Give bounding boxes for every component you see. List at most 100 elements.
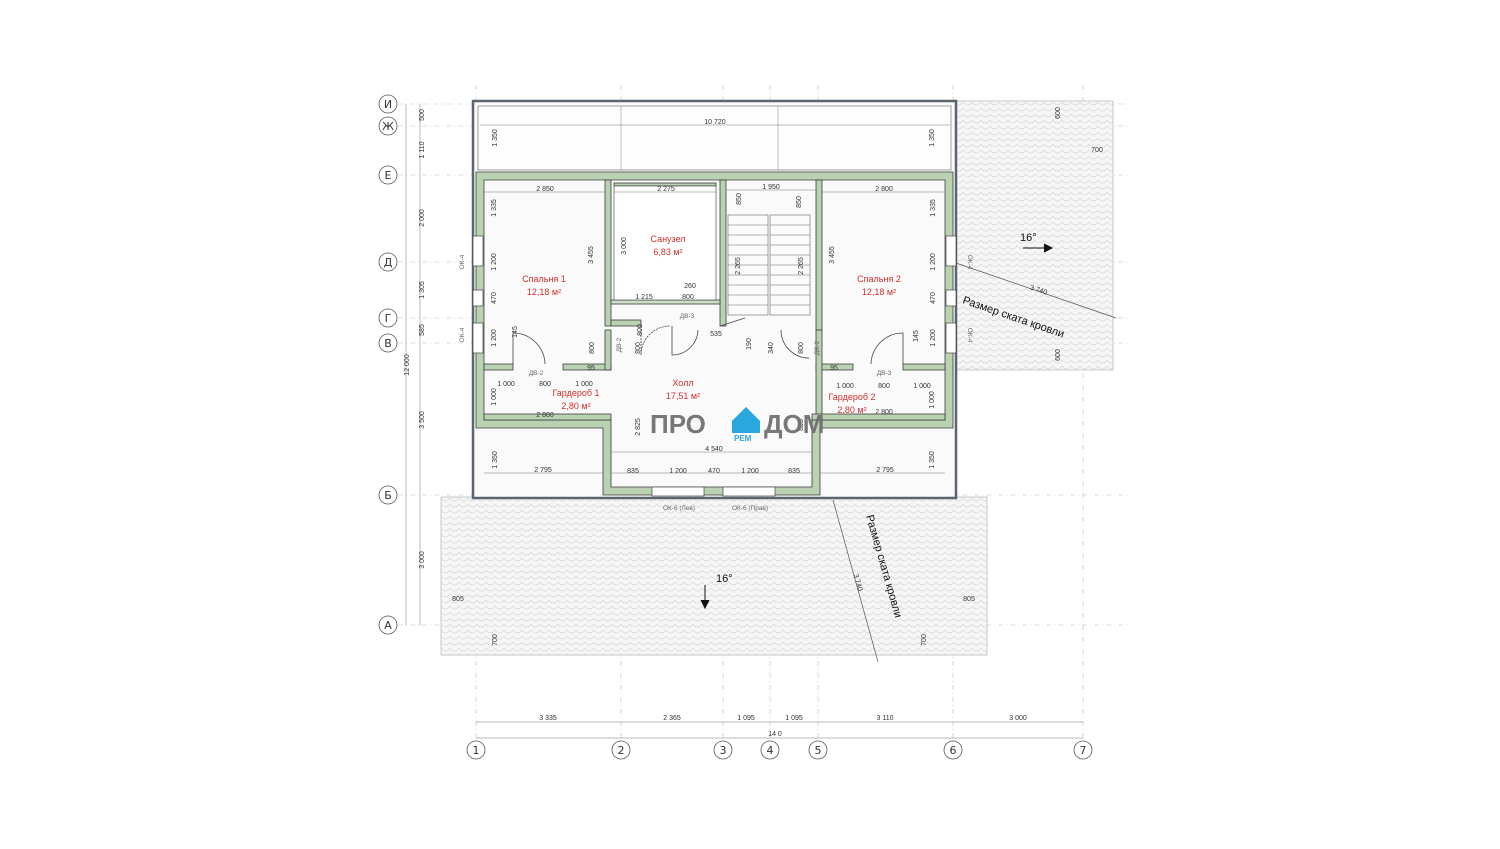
dim: 2 795 xyxy=(534,467,552,474)
room-name: Холл xyxy=(672,378,693,388)
dim: 800 xyxy=(682,294,694,301)
door-tag: ДВ-2 xyxy=(616,337,623,352)
dim: 700 xyxy=(492,634,499,646)
dim: 800 xyxy=(635,342,642,354)
dim: 2 275 xyxy=(657,186,675,193)
dim: 2 795 xyxy=(876,467,894,474)
axis-col-label: 7 xyxy=(1080,744,1087,757)
window-tag: ОК-4 xyxy=(966,328,973,343)
axis-col-label: 5 xyxy=(815,744,822,757)
dim: 805 xyxy=(963,596,975,603)
door-tag: ДВ-2 xyxy=(814,340,821,355)
row-axis-markers xyxy=(378,94,398,635)
axis-col-label: 1 xyxy=(473,744,480,757)
dim: 95 xyxy=(587,365,595,372)
axis-row-label: В xyxy=(384,337,392,350)
room-name: Спальня 1 xyxy=(522,274,566,284)
dim: 470 xyxy=(930,292,937,304)
dim: 2 825 xyxy=(635,418,642,436)
dim: 1 000 xyxy=(913,383,931,390)
dim: 145 xyxy=(913,330,920,342)
dim-left: 3 500 xyxy=(419,411,426,429)
dim: 2 800 xyxy=(536,412,554,419)
dim: 800 xyxy=(798,342,805,354)
logo-text-right: ДОМ xyxy=(764,409,824,439)
dim-bottom: 3 335 xyxy=(539,715,557,722)
col-axis-markers xyxy=(466,740,1093,760)
dim: 800 xyxy=(878,383,890,390)
interior-dims xyxy=(480,124,950,474)
dim-bottom: 3 000 xyxy=(1009,715,1027,722)
dim: 1 200 xyxy=(930,329,937,347)
axis-row-label: И xyxy=(384,98,392,111)
axis-row-label: Е xyxy=(385,169,392,182)
slope-length-bottom: 3 740 xyxy=(852,573,864,592)
room-area: 12,18 м² xyxy=(862,287,896,297)
room-name: Гардероб 2 xyxy=(828,392,875,402)
dim: 2 265 xyxy=(735,257,742,275)
axis-row-label: Б xyxy=(384,489,392,502)
room-area: 12,18 м² xyxy=(527,287,561,297)
dim: 2 850 xyxy=(536,186,554,193)
dim: 1 200 xyxy=(491,329,498,347)
window-tag: ОК-6 (Прав) xyxy=(732,505,768,512)
dim-total-bottom: 14 0 xyxy=(768,731,782,738)
dim: 470 xyxy=(491,292,498,304)
dim: 1 200 xyxy=(930,253,937,271)
dim: 1 000 xyxy=(836,383,854,390)
dim: 700 xyxy=(1091,147,1103,154)
dim: 1 350 xyxy=(492,451,499,469)
door-tag: ДВ-2 xyxy=(529,370,544,377)
dim: 3 455 xyxy=(588,246,595,264)
windows xyxy=(472,235,957,497)
dim: 850 xyxy=(736,193,743,205)
axis-col-label: 6 xyxy=(950,744,957,757)
dim: 835 xyxy=(788,468,800,475)
dim: 4 540 xyxy=(705,446,723,453)
dim: 600 xyxy=(1055,107,1062,119)
logo-text-left: ПРО xyxy=(650,409,706,439)
dim-left: 585 xyxy=(419,324,426,336)
logo-subtext: РЕМ xyxy=(734,434,752,443)
window-tag: ОК-4 xyxy=(459,327,466,342)
roof-angle-right: 16° xyxy=(1020,232,1037,244)
house-icon xyxy=(732,407,760,433)
dim: 470 xyxy=(708,468,720,475)
dim-left: 2 000 xyxy=(419,209,426,227)
dim-left: 3 000 xyxy=(419,551,426,569)
dim-left: 1 110 xyxy=(419,141,426,158)
brand-logo: ПРО РЕМ ДОМ xyxy=(650,407,824,443)
dim: 2 800 xyxy=(875,409,893,416)
dim: 1 200 xyxy=(741,468,759,475)
dim: 260 xyxy=(684,283,696,290)
dim: 1 215 xyxy=(635,294,653,301)
staircase xyxy=(727,214,811,316)
bathroom-floor xyxy=(613,185,717,301)
axis-row-label: А xyxy=(384,619,392,632)
dimension-lines xyxy=(405,104,1083,739)
dim: 3 000 xyxy=(621,237,628,255)
room-area: 6,83 м² xyxy=(653,247,682,257)
dim: 800 xyxy=(637,324,644,336)
dim: 3 455 xyxy=(829,246,836,264)
dim-bottom: 1 095 xyxy=(785,715,803,722)
window-tag: ОК-4 xyxy=(966,255,973,270)
slope-arrow-right-icon xyxy=(1023,243,1054,253)
door-tag: ДВ-3 xyxy=(877,370,892,377)
dim: 190 xyxy=(746,338,753,350)
dim: 1 335 xyxy=(930,199,937,217)
dim-left: 500 xyxy=(419,109,426,121)
dim: 1 000 xyxy=(929,391,936,409)
dim: 1 350 xyxy=(929,129,936,147)
axis-row-label: Д xyxy=(384,256,393,269)
door-tag: ДВ-3 xyxy=(680,313,695,320)
dim: 1 200 xyxy=(669,468,687,475)
dim: 1 200 xyxy=(491,253,498,271)
dim: 2 265 xyxy=(798,257,805,275)
window-tag: ОК-6 (Лев) xyxy=(663,505,695,512)
dim-top-width: 10 720 xyxy=(704,119,726,126)
dim: 835 xyxy=(627,468,639,475)
room-area: 2,80 м² xyxy=(837,405,866,415)
dim: 600 xyxy=(1055,349,1062,361)
